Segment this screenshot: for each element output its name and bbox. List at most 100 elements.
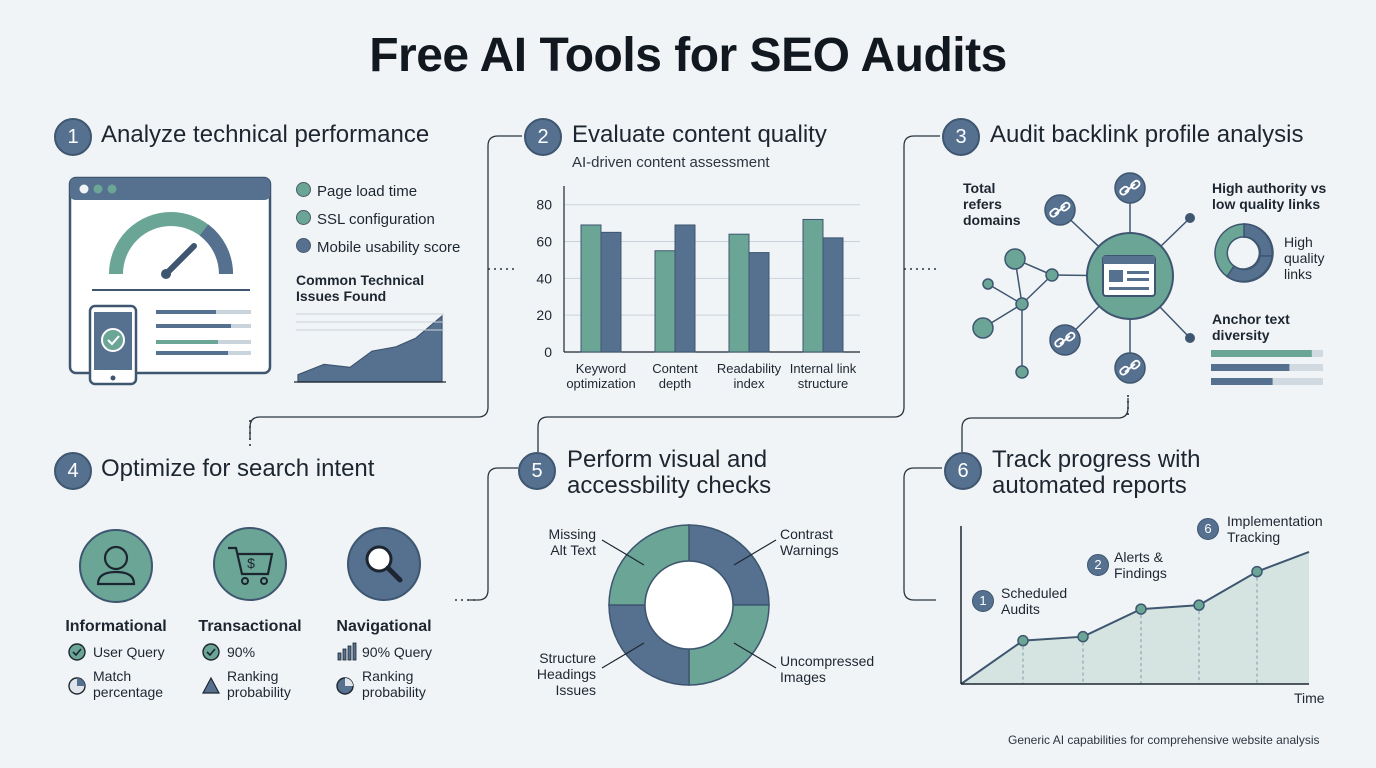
footer-caption: Generic AI capabilities for comprehensiv… bbox=[1008, 733, 1320, 747]
x-tick-label: index bbox=[733, 376, 765, 391]
section-5-number: 5 bbox=[518, 452, 556, 490]
backlink-network-diagram bbox=[972, 172, 1195, 384]
section-2-subtitle: AI-driven content assessment bbox=[572, 154, 770, 171]
anchor-bar-fill bbox=[1211, 350, 1312, 357]
section-1-number: 1 bbox=[54, 118, 92, 156]
milestone-label: Scheduled Audits bbox=[1001, 585, 1068, 617]
search-icon bbox=[347, 527, 421, 601]
user-icon bbox=[79, 529, 153, 603]
donut-hole bbox=[644, 560, 734, 650]
x-tick-label: optimization bbox=[566, 376, 635, 391]
window-dot-icon bbox=[107, 184, 117, 194]
legend-label: Mobile usability score bbox=[317, 239, 461, 256]
teal-dot-icon bbox=[296, 182, 311, 197]
anchor-bar-fill bbox=[1211, 378, 1273, 385]
progress-line-chart bbox=[960, 526, 1310, 685]
connector-3-6 bbox=[961, 398, 1129, 452]
link-icon bbox=[1114, 172, 1146, 204]
triangle-icon bbox=[202, 676, 220, 694]
section-2-number: 2 bbox=[524, 118, 562, 156]
connector-5 bbox=[468, 467, 518, 601]
x-tick-label: Content bbox=[652, 361, 698, 376]
intent-stat: Ranking probability bbox=[362, 668, 426, 700]
intent-navigational: Navigational bbox=[336, 618, 432, 635]
x-tick-label: depth bbox=[659, 376, 692, 391]
y-tick-label: 40 bbox=[536, 270, 552, 286]
x-tick-label: Readability bbox=[717, 361, 782, 376]
data-point bbox=[1017, 634, 1029, 647]
window-dot-icon bbox=[79, 184, 89, 194]
milestone-label: Alerts & Findings bbox=[1114, 549, 1167, 581]
teal-dot-icon bbox=[296, 210, 311, 225]
speedometer-icon bbox=[109, 212, 233, 279]
cart-icon: $ bbox=[213, 527, 287, 601]
connector-3-5 bbox=[537, 135, 940, 452]
connector-6 bbox=[903, 467, 942, 601]
structure-label: Structure Headings Issues bbox=[536, 650, 596, 698]
mobile-phone-icon bbox=[88, 304, 138, 386]
intent-stat: 90% bbox=[227, 644, 256, 660]
y-tick-label: 20 bbox=[536, 307, 552, 323]
legend-item: Mobile usability score bbox=[296, 238, 460, 256]
s1-legend: Page load time SSL configuration Mobile … bbox=[296, 182, 460, 256]
pie-icon bbox=[68, 677, 86, 695]
milestone-number: 1 bbox=[972, 590, 994, 612]
time-axis-label: Time bbox=[1294, 690, 1325, 706]
accessibility-donut-chart bbox=[608, 524, 770, 686]
data-point bbox=[1193, 599, 1205, 611]
x-tick-label: structure bbox=[798, 376, 849, 391]
milestone-label: Implementation Tracking bbox=[1227, 513, 1323, 545]
section-3-number: 3 bbox=[942, 118, 980, 156]
legend-label: Page load time bbox=[317, 183, 418, 200]
missing-alt-label: Missing Alt Text bbox=[548, 526, 596, 558]
x-tick-label: Internal link bbox=[790, 361, 857, 376]
issues-title: Common Technical Issues Found bbox=[296, 272, 425, 304]
intent-stat: Ranking probability bbox=[227, 668, 291, 700]
intent-stat: Match percentage bbox=[93, 668, 164, 700]
legend-item: Page load time bbox=[296, 182, 460, 200]
bar bbox=[674, 224, 696, 353]
browser-speed-illustration bbox=[68, 176, 272, 386]
section-1-title: Analyze technical performance bbox=[101, 121, 430, 148]
data-point bbox=[1251, 565, 1263, 578]
y-tick-label: 60 bbox=[536, 234, 552, 250]
svg-text:$: $ bbox=[247, 555, 255, 571]
section-3-title: Audit backlink profile analysis bbox=[990, 121, 1304, 148]
intent-stat: User Query bbox=[93, 644, 165, 660]
y-tick-label: 80 bbox=[536, 197, 552, 213]
window-dot-icon bbox=[93, 184, 103, 194]
high-quality-label: High quality links bbox=[1284, 234, 1325, 282]
intent-transactional: Transactional bbox=[198, 618, 302, 635]
total-domains-label: Total refers domains bbox=[963, 180, 1021, 228]
data-point bbox=[1077, 630, 1089, 643]
section-6-title: Track progress with automated reports bbox=[992, 446, 1201, 499]
check-circle-icon bbox=[202, 643, 220, 661]
section-6-number: 6 bbox=[944, 452, 982, 490]
y-tick-label: 0 bbox=[544, 344, 552, 360]
webpage-icon bbox=[1102, 255, 1156, 297]
link-icon bbox=[1049, 324, 1081, 356]
section-2-title: Evaluate content quality bbox=[572, 121, 827, 148]
section-4-title: Optimize for search intent bbox=[101, 455, 375, 482]
issues-area-chart bbox=[294, 313, 446, 383]
section-5-title: Perform visual and accessbility checks bbox=[567, 446, 772, 499]
slate-dot-icon bbox=[296, 238, 311, 253]
issues-area bbox=[297, 314, 443, 383]
link-icon bbox=[1044, 194, 1076, 226]
uncompressed-label: Uncompressed Images bbox=[780, 653, 875, 685]
data-point bbox=[1135, 603, 1147, 615]
intent-stat: 90% Query bbox=[362, 644, 433, 660]
anchor-diversity-bars bbox=[1211, 350, 1323, 385]
authority-label: High authority vs low quality links bbox=[1212, 180, 1327, 212]
bar-chart-icon bbox=[337, 642, 357, 661]
link-icon bbox=[1114, 352, 1146, 384]
bar bbox=[822, 237, 844, 353]
x-tick-label: Keyword bbox=[576, 361, 627, 376]
connector-2-4 bbox=[249, 135, 522, 440]
anchor-bar-fill bbox=[1211, 364, 1290, 371]
milestone-number: 2 bbox=[1087, 554, 1109, 576]
legend-label: SSL configuration bbox=[317, 211, 435, 228]
milestone-number: 6 bbox=[1197, 518, 1219, 540]
